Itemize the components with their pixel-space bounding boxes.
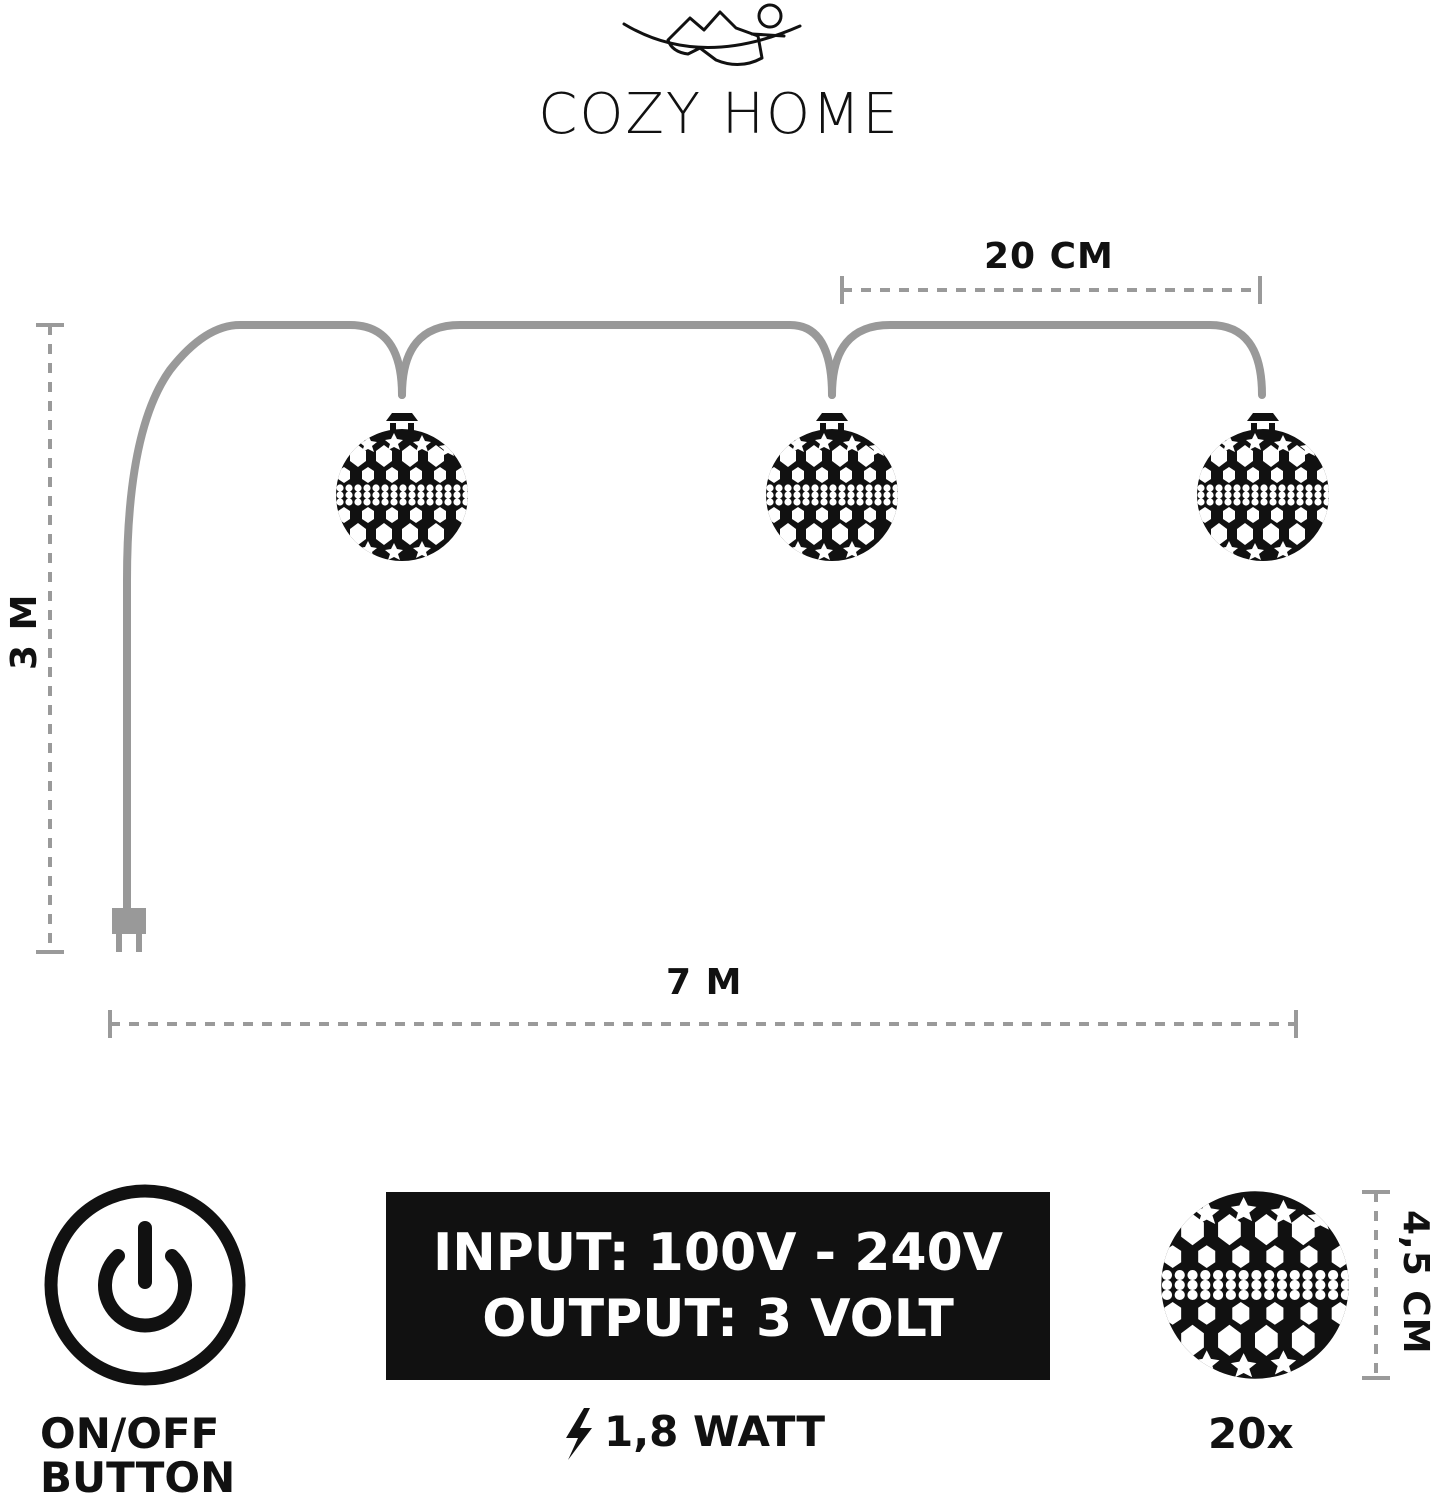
power-plug-icon xyxy=(112,908,146,952)
person-in-hammock-icon xyxy=(622,3,802,66)
ornament-ball-2 xyxy=(766,413,900,561)
diameter-dimension-line xyxy=(1362,1190,1390,1380)
power-button-label-line1: ON/OFF xyxy=(40,1409,220,1458)
height-dimension-line xyxy=(36,323,64,954)
spacing-dimension-line xyxy=(840,276,1262,304)
power-button-label: ON/OFF BUTTON xyxy=(40,1412,260,1500)
spacing-label: 20 CM xyxy=(984,236,1114,277)
brand-name: COZY HOME xyxy=(538,82,900,147)
ornament-ball-3 xyxy=(1197,413,1331,561)
power-spec: 1,8 WATT xyxy=(604,1407,825,1456)
ball-count: 20x xyxy=(1208,1409,1294,1458)
lightning-bolt-icon xyxy=(566,1408,592,1460)
power-button-label-line2: BUTTON xyxy=(40,1453,236,1502)
output-spec: OUTPUT: 3 VOLT xyxy=(482,1289,954,1349)
length-label: 7 M xyxy=(666,962,743,1003)
diameter-label: 4,5 CM xyxy=(1395,1210,1436,1355)
spec-box: INPUT: 100V - 240V OUTPUT: 3 VOLT xyxy=(386,1192,1050,1380)
power-button-icon xyxy=(44,1184,246,1386)
length-dimension-line xyxy=(108,1010,1298,1038)
ornament-ball-large xyxy=(1161,1191,1351,1378)
ornament-ball-1 xyxy=(336,413,470,561)
light-string-cable xyxy=(123,321,1266,916)
input-spec: INPUT: 100V - 240V xyxy=(432,1223,1004,1283)
height-label: 3 M xyxy=(4,593,45,670)
